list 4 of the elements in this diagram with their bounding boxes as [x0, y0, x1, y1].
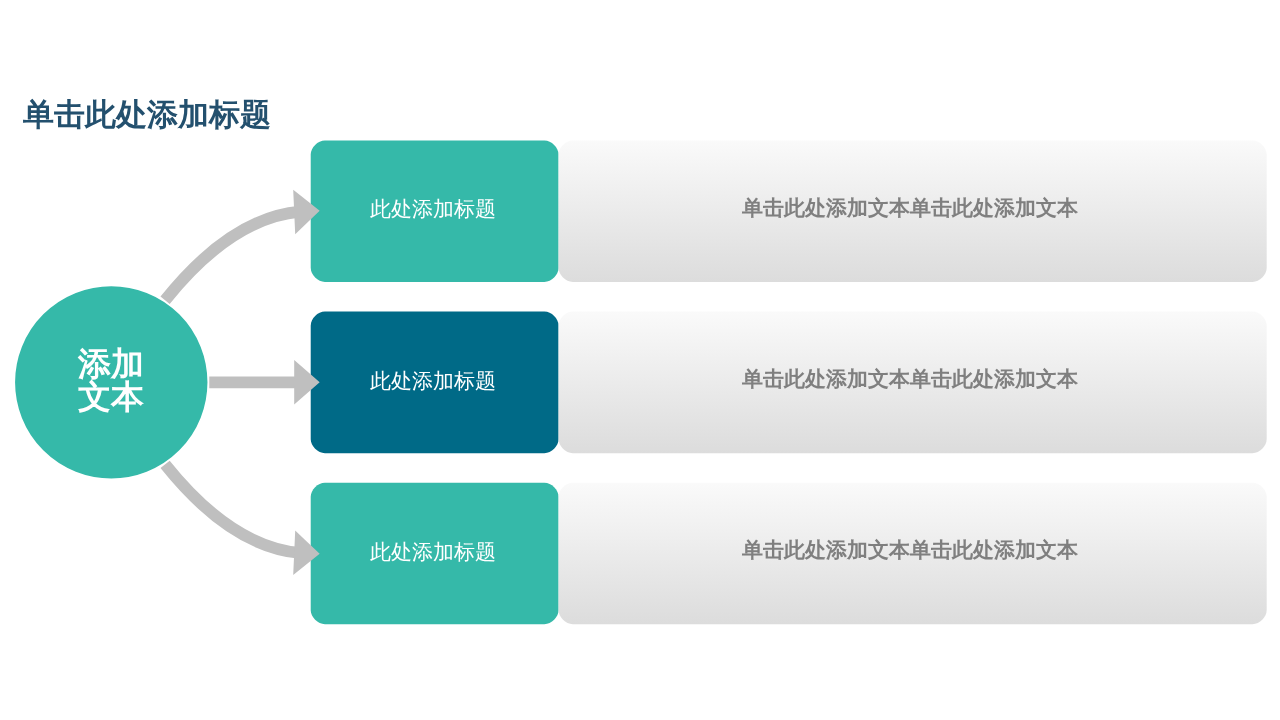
arrow: [209, 359, 320, 405]
arrow: [160, 189, 320, 304]
arrow: [160, 460, 320, 575]
diagram-title: 单击此处添加标题: [22, 96, 271, 132]
